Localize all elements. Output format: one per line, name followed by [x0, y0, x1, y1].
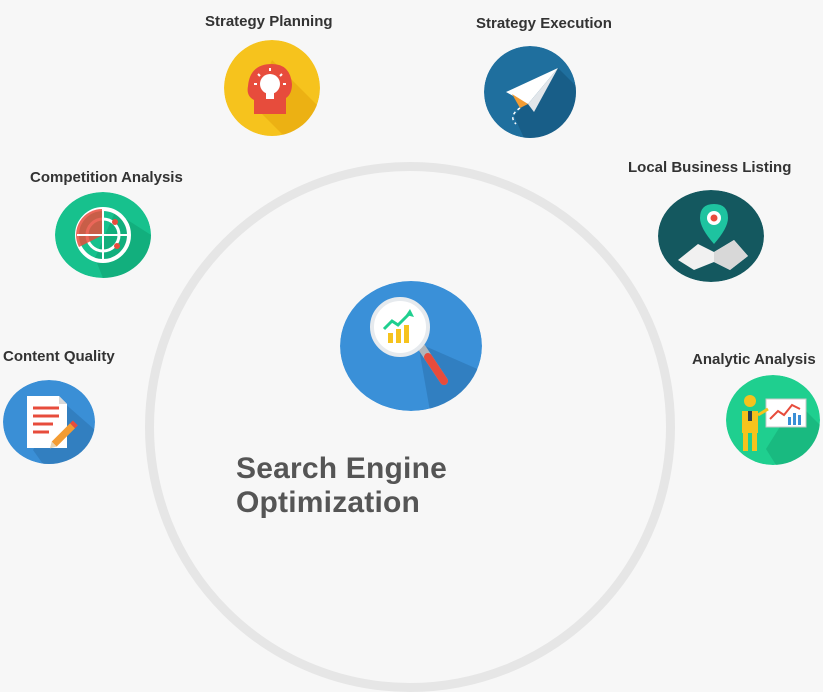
node-local-business-listing: [658, 190, 764, 282]
presenter-chart-icon: [726, 375, 820, 465]
center-node: [340, 281, 482, 411]
document-pencil-icon: [3, 380, 95, 464]
label-competition-analysis: Competition Analysis: [30, 169, 183, 186]
label-local-business-listing: Local Business Listing: [628, 159, 792, 176]
label-analytic-analysis: Analytic Analysis: [692, 351, 816, 368]
node-competition-analysis: [55, 192, 151, 278]
magnifier-chart-icon: [340, 281, 482, 411]
node-content-quality: [3, 380, 95, 464]
label-strategy-execution: Strategy Execution: [476, 15, 612, 32]
node-strategy-execution: [484, 46, 576, 138]
node-strategy-planning: [224, 40, 320, 136]
paper-plane-icon: [484, 46, 576, 138]
label-content-quality: Content Quality: [3, 348, 115, 365]
label-strategy-planning: Strategy Planning: [205, 13, 333, 30]
title-box: Search Engine Optimization: [226, 442, 630, 519]
head-lightbulb-icon: [224, 40, 320, 136]
node-analytic-analysis: [726, 375, 820, 465]
hub-ring: [145, 162, 675, 692]
page-title: Search Engine Optimization: [236, 452, 448, 519]
radar-target-icon: [55, 192, 151, 278]
map-pin-icon: [658, 190, 764, 282]
